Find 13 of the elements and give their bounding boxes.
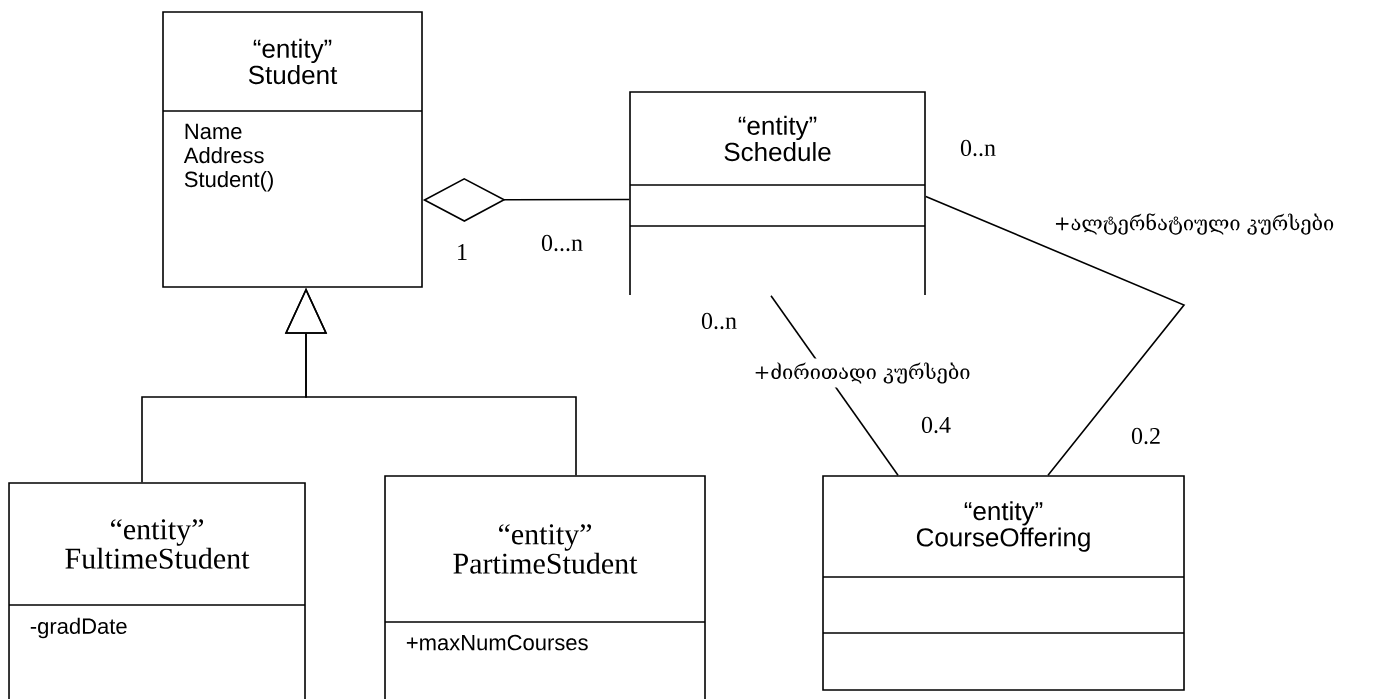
multiplicity-label: 0.2	[1131, 427, 1160, 445]
multiplicity-label: 1	[458, 244, 467, 260]
multiplicity-label: 0..n	[960, 139, 996, 157]
class-box: “entity” CourseOffering	[822, 475, 1185, 691]
edge-label: +ალტერნატიული კურსები	[1049, 209, 1339, 239]
class-box: “entity” FultimeStudent -gradDate	[8, 482, 306, 699]
edge-label: +ძირითადი კურსები	[749, 358, 975, 388]
association-line	[925, 195, 1186, 476]
multiplicity-label: 0...n	[541, 234, 583, 252]
multiplicity-label: 0.4	[921, 416, 951, 434]
class-box: “entity” Schedule	[629, 91, 926, 296]
class-box: “entity” PartimeStudent +maxNumCourses	[384, 475, 706, 699]
class-box: “entity” Student Name Address Student()	[162, 11, 423, 288]
